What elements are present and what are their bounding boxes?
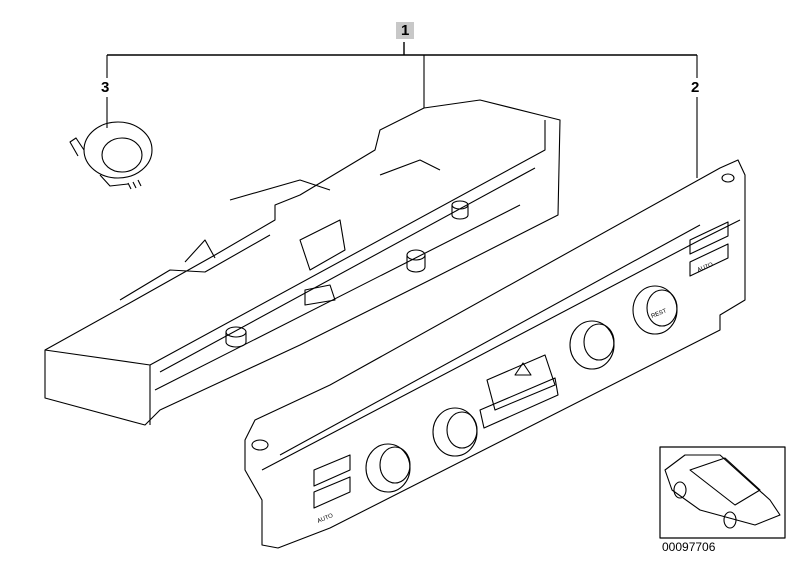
- housing-bracket-icon: [44, 99, 561, 426]
- knob: [632, 285, 678, 335]
- callout-3: 3: [101, 79, 110, 96]
- knob: [569, 320, 615, 370]
- callout-2: 2: [691, 79, 700, 96]
- knob: [432, 407, 478, 457]
- knob: [365, 443, 411, 493]
- auto-label-right: AUTO: [697, 262, 715, 274]
- auto-label-left: AUTO: [317, 513, 335, 525]
- callout-bracket: [106, 42, 698, 178]
- reference-number: 00097706: [662, 540, 716, 554]
- callout-1: 1: [396, 22, 415, 39]
- ring-actuator-icon: [69, 121, 153, 190]
- rest-label: REST: [651, 308, 668, 320]
- car-locator-thumbnail-icon: [659, 446, 786, 539]
- climate-control-panel-icon: AUTO AUTO REST: [244, 159, 746, 549]
